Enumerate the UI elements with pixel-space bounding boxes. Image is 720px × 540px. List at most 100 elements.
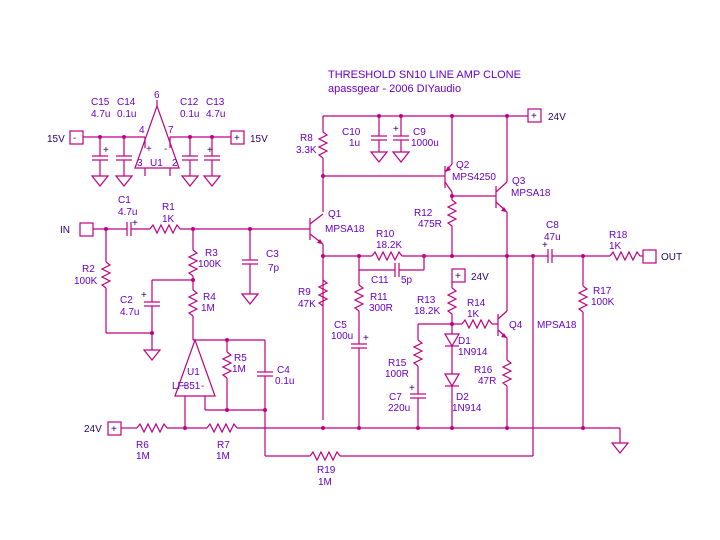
- c4-value: 0.1u: [275, 376, 294, 387]
- r12-value: 475R: [418, 219, 442, 230]
- r1-value: 1K: [162, 214, 175, 225]
- power-supply-section: - 15V + 15V + +: [47, 90, 268, 187]
- c15-value: 4.7u: [91, 109, 110, 120]
- c14-value: 0.1u: [117, 109, 136, 120]
- pos-24v-mid-label: 24V: [471, 272, 489, 283]
- q4-ref: Q4: [509, 320, 523, 331]
- ground-symbol: [202, 175, 222, 187]
- r5-value: 1M: [232, 364, 246, 375]
- c1-ref: C1: [118, 195, 131, 206]
- r10-resistor: [371, 250, 403, 262]
- r14-resistor: [461, 318, 493, 330]
- u1-value: LF351: [172, 381, 201, 392]
- c12-ref: C12: [180, 97, 199, 108]
- pos-24v-left-label: 24V: [84, 424, 102, 435]
- c5-ref: C5: [334, 320, 347, 331]
- r18-resistor: [609, 250, 641, 262]
- d1-ref: D1: [458, 336, 471, 347]
- r6-ref: R6: [136, 440, 149, 451]
- pos-15v-label: 15V: [250, 134, 268, 145]
- output-label: OUT: [661, 252, 682, 263]
- r19-ref: R19: [317, 465, 336, 476]
- pos-24v-left-port-sign: +: [111, 424, 117, 435]
- c8-polarity-mark: +: [542, 240, 548, 251]
- pos-24v-mid-port-sign: +: [455, 271, 461, 282]
- u1-minus-pin: -: [201, 381, 204, 392]
- neg-15v-label: 15V: [47, 134, 65, 145]
- gain-stage: + 24V R8 3.3K + C10 1u C9 1000u Q1: [296, 108, 577, 430]
- c8-value: 47u: [544, 232, 561, 243]
- r2-resistor: [100, 261, 112, 289]
- c3-ref: C3: [266, 249, 279, 260]
- r4-value: 1M: [201, 303, 215, 314]
- u1-ref: U1: [187, 367, 200, 378]
- r15-resistor: [412, 339, 424, 367]
- c5-value: 100u: [331, 331, 353, 342]
- ground-symbol: [391, 151, 411, 163]
- pos-24v-top-label: 24V: [548, 112, 566, 123]
- r19-resistor: [309, 450, 341, 462]
- q3-value: MPSA18: [511, 188, 551, 199]
- c12-value: 0.1u: [180, 109, 199, 120]
- pin-minus: -: [164, 144, 167, 155]
- r1-resistor: [149, 223, 181, 235]
- c13-polarity-mark: +: [207, 145, 213, 156]
- r6-value: 1M: [136, 451, 150, 462]
- c10-value: 1u: [349, 138, 360, 149]
- q4-value: MPSA18: [537, 320, 577, 331]
- pin-6: 6: [154, 90, 160, 101]
- pin-2: 2: [172, 158, 178, 169]
- r16-ref: R16: [474, 365, 493, 376]
- servo-section: + - U1 LF351 R5 1M C4 0.1u + 24V R6 1M: [84, 254, 630, 488]
- r2-ref: R2: [82, 264, 95, 275]
- d1-diode: [443, 333, 461, 348]
- ground-symbol: [114, 175, 134, 187]
- neg-15v-port: [69, 130, 84, 145]
- c2-value: 4.7u: [120, 307, 139, 318]
- ground-symbol: [142, 349, 162, 361]
- c1-polarity-mark: +: [132, 218, 138, 229]
- r19-value: 1M: [318, 477, 332, 488]
- r14-ref: R14: [467, 298, 486, 309]
- u1-opamp-power-symbol: [134, 104, 180, 169]
- pin-4: 4: [139, 125, 145, 136]
- pin-plus: +: [146, 144, 152, 155]
- r4-ref: R4: [203, 292, 216, 303]
- r3-resistor: [187, 249, 199, 277]
- r13-ref: R13: [417, 295, 436, 306]
- pos-15v-port-sign: +: [234, 133, 240, 144]
- r9-resistor: [317, 279, 329, 307]
- pos-24v-top-port-sign: +: [531, 111, 537, 122]
- input-port: [79, 222, 94, 237]
- output-port: [642, 249, 657, 264]
- r2-value: 100K: [74, 276, 98, 287]
- r7-value: 1M: [216, 451, 230, 462]
- neg-15v-port-sign: -: [73, 133, 76, 144]
- r9-ref: R9: [298, 287, 311, 298]
- r11-resistor: [353, 284, 365, 312]
- ground-symbol: [90, 175, 110, 187]
- c2-polarity-mark: +: [141, 290, 147, 301]
- pin-3: 3: [137, 158, 143, 169]
- r7-resistor: [206, 422, 238, 434]
- q1-ref: Q1: [328, 209, 342, 220]
- input-section: IN + C1 4.7u R1 1K R2 100K + C2 4.7u: [60, 195, 310, 361]
- r11-ref: R11: [370, 292, 388, 303]
- q3-ref: Q3: [512, 176, 526, 187]
- r16-value: 47R: [478, 376, 496, 387]
- u1-top-ref: U1: [150, 158, 163, 169]
- c13-ref: C13: [206, 97, 225, 108]
- c9-ref: C9: [413, 127, 426, 138]
- output-section: + OUT C8 47u R18 1K R17 100K: [542, 220, 682, 430]
- r14-value: 1K: [467, 309, 480, 320]
- input-label: IN: [60, 225, 70, 236]
- r11-value: 300R: [369, 303, 393, 314]
- schematic-subtitle: apassgear - 2006 DIYaudio: [328, 83, 461, 95]
- c1-value: 4.7u: [118, 207, 137, 218]
- r3-ref: R3: [205, 248, 218, 259]
- r8-resistor: [317, 131, 329, 159]
- c9-polarity-mark: +: [393, 124, 399, 135]
- r7-ref: R7: [217, 440, 230, 451]
